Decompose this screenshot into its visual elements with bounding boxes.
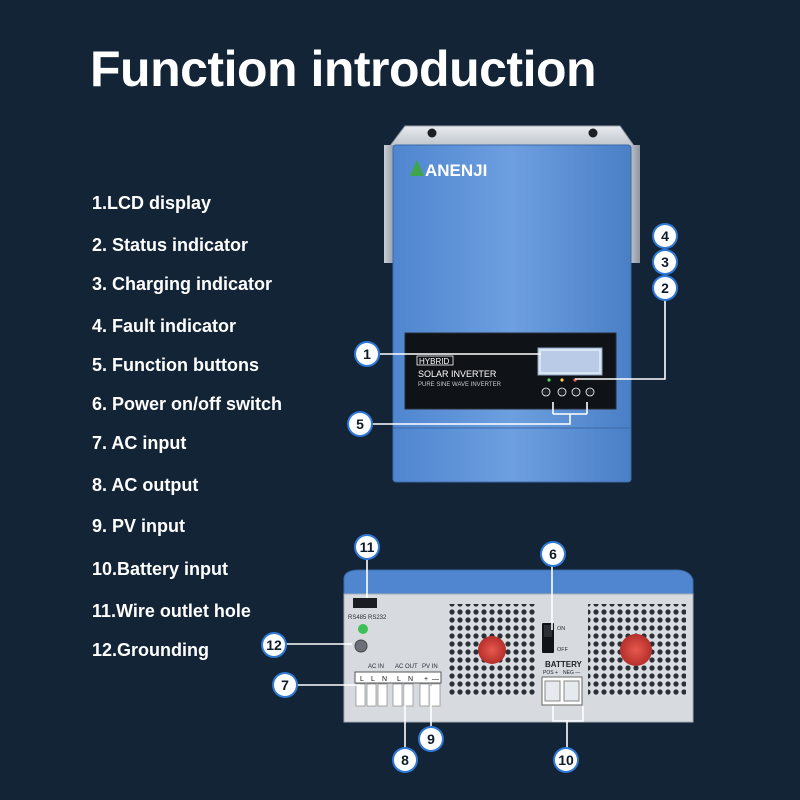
battery-pos-label: POS +: [543, 670, 558, 676]
terminal-label: —: [432, 676, 439, 683]
terminal-label: N: [408, 676, 413, 683]
comm-port-label: RS485 RS232: [348, 615, 387, 621]
brand-logo: ANENJI: [410, 160, 487, 180]
inverter-bottom-view: RS485 RS232 AC IN AC OUT PV IN L L N L N…: [343, 569, 694, 723]
ac-in-label: AC IN: [368, 664, 384, 670]
feature-item-grounding: 12.Grounding: [92, 640, 209, 660]
feature-item-pv-input: 9. PV input: [92, 516, 186, 536]
callout-badge: 9: [420, 728, 442, 750]
status-led: [358, 624, 368, 634]
callout-badge: 4: [654, 225, 676, 247]
callout-leader-lines: [286, 298, 666, 748]
feature-item-function-buttons: 5. Function buttons: [92, 355, 259, 375]
function-button[interactable]: [585, 387, 595, 397]
product-name: SOLAR INVERTER: [418, 369, 497, 379]
wire-outlet-hole: [353, 598, 377, 608]
callout-badge: 10: [555, 749, 577, 771]
terminal-label: L: [360, 676, 364, 683]
switch-off-label: OFF: [557, 647, 569, 653]
callout-badge: 5: [349, 413, 371, 435]
terminal-label: L: [397, 676, 401, 683]
callout-badge: 8: [394, 749, 416, 771]
feature-item-ac-input: 7. AC input: [92, 433, 187, 453]
function-button[interactable]: [571, 387, 581, 397]
page-title: Function introduction: [90, 41, 597, 97]
callout-badge: 6: [542, 543, 564, 565]
brand-name: ANENJI: [425, 161, 487, 180]
ac-out-label: AC OUT: [395, 664, 418, 670]
terminal-label: N: [382, 676, 387, 683]
pv-in-label: PV IN: [422, 664, 438, 670]
callout-badge: 3: [654, 251, 676, 273]
battery-neg-label: NEG —: [563, 670, 580, 676]
callout-badge: 12: [263, 634, 285, 656]
feature-item-charging-indicator: 3. Charging indicator: [92, 274, 273, 294]
feature-item-lcd-display: 1.LCD display: [92, 193, 212, 213]
terminal-label: +: [424, 676, 428, 683]
function-button[interactable]: [541, 387, 551, 397]
feature-item-power-switch: 6. Power on/off switch: [92, 394, 283, 414]
hybrid-tag: HYBRID: [419, 357, 449, 366]
feature-item-fault-indicator: 4. Fault indicator: [92, 316, 237, 336]
feature-item-ac-output: 8. AC output: [92, 475, 199, 495]
fan-icon: [620, 634, 652, 666]
product-subtitle: PURE SINE WAVE INVERTER: [418, 382, 502, 388]
feature-item-wire-outlet-hole: 11.Wire outlet hole: [92, 601, 251, 621]
callout-badge: 1: [356, 343, 378, 365]
fan-icon: [478, 636, 506, 664]
callout-badge: 11: [356, 536, 378, 558]
inverter-front-view: ANENJI HYBRID SOLAR INVERTER PURE SINE W…: [384, 125, 640, 483]
feature-item-battery-input: 10.Battery input: [92, 559, 229, 579]
function-button[interactable]: [557, 387, 567, 397]
grounding-screw-icon: [354, 639, 368, 653]
function-buttons: [541, 387, 595, 397]
feature-item-status-indicator: 2. Status indicator: [92, 235, 249, 255]
callout-badge: 2: [654, 277, 676, 299]
terminal-label: L: [371, 676, 375, 683]
battery-label: BATTERY: [545, 660, 583, 669]
switch-on-label: ON: [557, 626, 565, 632]
callout-badge: 7: [274, 674, 296, 696]
